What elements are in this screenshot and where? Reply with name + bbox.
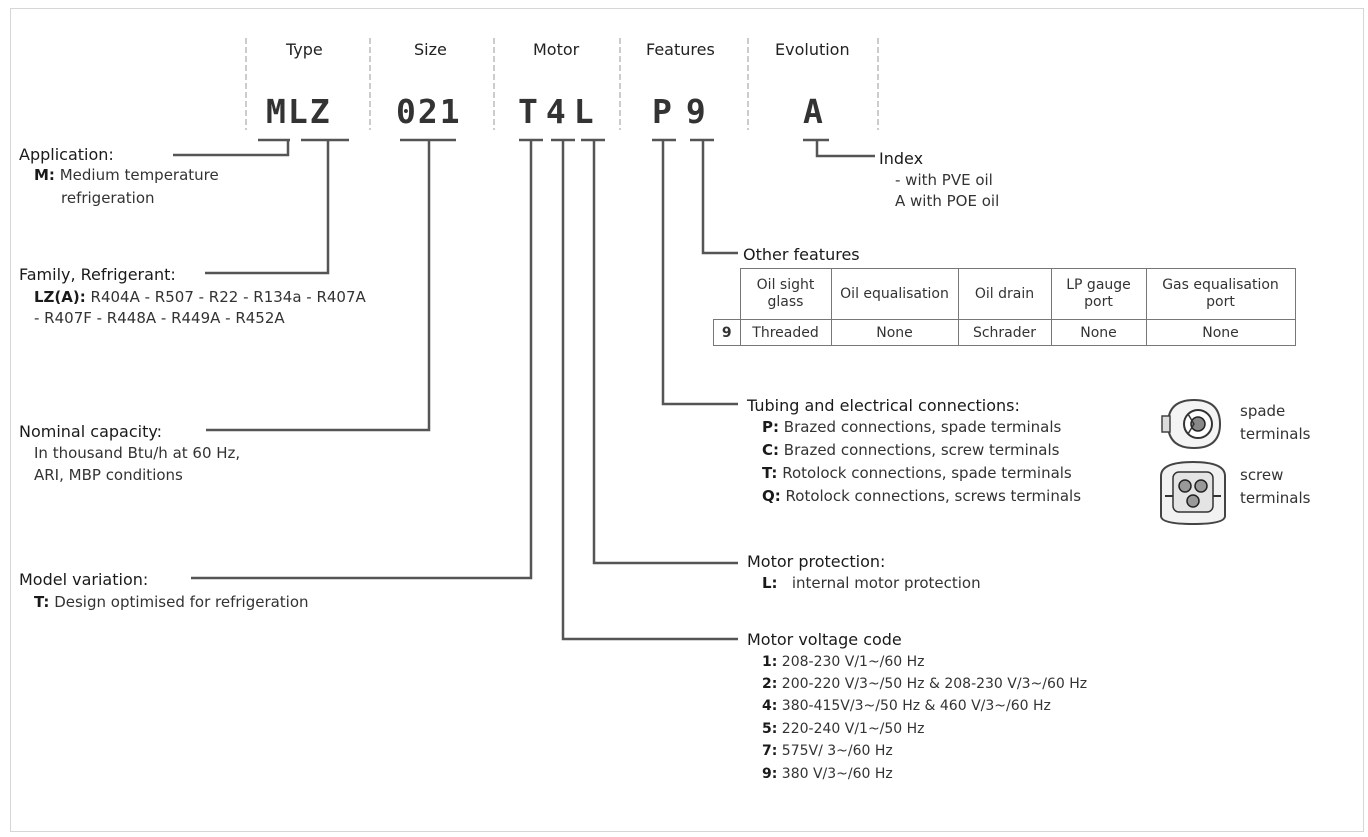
header-motor: Motor — [533, 40, 580, 59]
family-label: Family, Refrigerant: — [19, 265, 176, 284]
feature-col-3: Oil drain — [957, 268, 1052, 320]
code-motor: T4L — [518, 92, 602, 131]
feature-col-4: LP gauge port — [1050, 268, 1147, 320]
voltage-item-9: 9: 380 V/3~/60 Hz — [762, 766, 893, 782]
code-features: P9 — [652, 92, 720, 131]
application-line-2: refrigeration — [61, 189, 155, 207]
index-label: Index — [879, 149, 924, 168]
code-evolution: A — [803, 92, 825, 131]
feature-col-2: Oil equalisation — [830, 268, 959, 320]
screw-label-2: terminals — [1240, 489, 1311, 507]
tubing-item-t: T: Rotolock connections, spade terminals — [762, 464, 1072, 482]
index-line-2: A with POE oil — [895, 192, 1000, 210]
tubing-label: Tubing and electrical connections: — [747, 396, 1020, 415]
code-size: 021 — [396, 92, 462, 131]
spade-label-2: terminals — [1240, 425, 1311, 443]
index-line-1: - with PVE oil — [895, 171, 993, 189]
tubing-item-q: Q: Rotolock connections, screws terminal… — [762, 487, 1082, 505]
header-evolution: Evolution — [775, 40, 850, 59]
tubing-item-p: P: Brazed connections, spade terminals — [762, 418, 1062, 436]
model-line: T: Design optimised for refrigeration — [34, 593, 309, 611]
code-mlz: MLZ — [266, 92, 332, 131]
voltage-item-4: 4: 380-415V/3~/50 Hz & 460 V/3~/60 Hz — [762, 698, 1051, 714]
feature-val-3: Schrader — [957, 319, 1052, 346]
protection-label: Motor protection: — [747, 552, 886, 571]
family-line-1: LZ(A): R404A - R507 - R22 - R134a - R407… — [34, 288, 366, 306]
feature-col-1: Oil sight glass — [739, 268, 832, 320]
voltage-item-7: 7: 575V/ 3~/60 Hz — [762, 743, 893, 759]
feature-val-1: Threaded — [739, 319, 832, 346]
tubing-item-c: C: Brazed connections, screw terminals — [762, 441, 1060, 459]
header-type: Type — [286, 40, 323, 59]
screw-label-1: screw — [1240, 466, 1284, 484]
screw-terminal-icon — [1160, 460, 1226, 526]
application-line-1: M: Medium temperature — [34, 166, 219, 184]
other-features-table: Oil sight glass Oil equalisation Oil dra… — [713, 268, 1296, 346]
capacity-label: Nominal capacity: — [19, 422, 163, 441]
voltage-item-2: 2: 200-220 V/3~/50 Hz & 208-230 V/3~/60 … — [762, 676, 1088, 692]
protection-line: L: internal motor protection — [762, 574, 981, 592]
capacity-line-2: ARI, MBP conditions — [34, 466, 183, 484]
voltage-label: Motor voltage code — [747, 630, 902, 649]
feature-val-5: None — [1145, 319, 1296, 346]
feature-col-5: Gas equalisation port — [1145, 268, 1296, 320]
voltage-item-5: 5: 220-240 V/1~/50 Hz — [762, 721, 925, 737]
application-label: Application: — [19, 145, 114, 164]
header-features: Features — [646, 40, 715, 59]
header-size: Size — [414, 40, 447, 59]
diagram-frame — [10, 8, 1364, 832]
feature-val-4: None — [1050, 319, 1147, 346]
capacity-line-1: In thousand Btu/h at 60 Hz, — [34, 444, 241, 462]
feature-val-2: None — [830, 319, 959, 346]
feature-row-key: 9 — [713, 319, 741, 346]
spade-terminal-icon — [1161, 398, 1222, 450]
voltage-item-1: 1: 208-230 V/1~/60 Hz — [762, 654, 925, 670]
family-line-2: - R407F - R448A - R449A - R452A — [34, 309, 285, 327]
spade-label-1: spade — [1240, 402, 1286, 420]
other-features-label: Other features — [743, 245, 860, 264]
model-label: Model variation: — [19, 570, 149, 589]
